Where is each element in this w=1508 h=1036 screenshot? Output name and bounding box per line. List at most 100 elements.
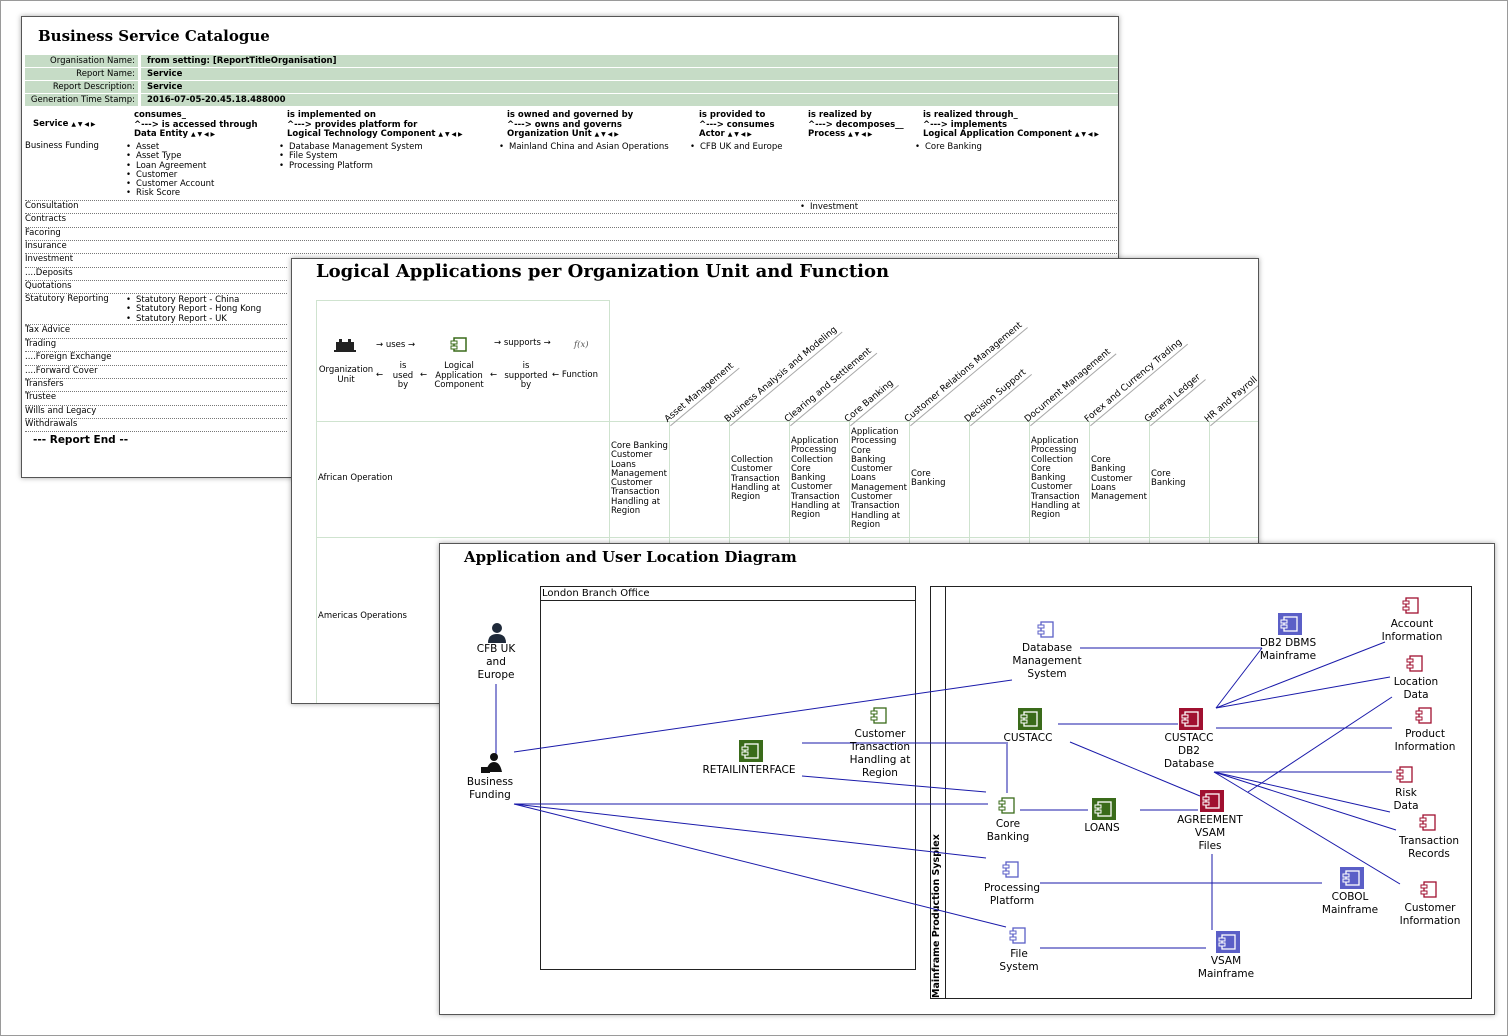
data-entity-icon — [1402, 597, 1419, 614]
col-crm[interactable]: Customer Relations Management — [903, 318, 1028, 427]
london-branch-office-box — [540, 586, 916, 970]
row-investment: Investment — [25, 254, 74, 264]
row-withdrawals: Withdrawals — [25, 419, 78, 429]
row-statutory-reporting: Statutory Reporting — [25, 294, 109, 304]
row-wills-and-legacy: Wills and Legacy — [25, 406, 97, 416]
report-end: --- Report End -- — [33, 434, 129, 446]
col-header-service[interactable]: Service ▲ ▼ ◀ ▶ — [33, 119, 96, 129]
info-row-organisation: Organisation Name: from setting: [Report… — [25, 55, 1118, 67]
business-funding-app-components: Core Banking — [915, 142, 982, 152]
legend-logical-app: Logical Application Component — [434, 361, 484, 390]
mainframe-sysplex-box — [930, 586, 1472, 999]
sort-arrows-icon[interactable]: ▲ ▼ ◀ ▶ — [848, 131, 873, 138]
consultation-processes: Investment — [800, 202, 858, 212]
row-quotations: Quotations — [25, 281, 72, 291]
info-row-report-description: Report Description: Service — [25, 81, 1118, 93]
business-funding-tech-components: Database Management System File System P… — [279, 142, 423, 171]
sort-arrows-icon[interactable]: ▲ ▼ ◀ ▶ — [190, 131, 216, 138]
legend-arrow-left-1: ← — [376, 370, 384, 380]
data-store-icon — [1179, 708, 1203, 730]
actor-icon — [488, 623, 506, 643]
legend-organization-unit: Organization Unit — [318, 365, 374, 385]
col-header-actor[interactable]: is provided to^---> consumes Actor ▲ ▼ ◀… — [699, 110, 775, 139]
col-decision-support[interactable]: Decision Support — [963, 365, 1032, 427]
col-core-banking[interactable]: Core Banking — [843, 376, 900, 427]
row-transfers: Transfers — [25, 379, 64, 389]
legend-function: ← Function — [552, 370, 598, 380]
col-header-process[interactable]: is realized by^---> decomposes__ Process… — [808, 110, 904, 139]
legend-uses: → uses → — [376, 340, 416, 350]
row-consultation: Consultation — [25, 201, 79, 211]
sort-arrows-icon[interactable]: ▲ ▼ ◀ ▶ — [727, 131, 752, 138]
application-component-icon — [739, 740, 763, 762]
mainframe-icon — [1216, 931, 1240, 953]
connector-lines — [495, 641, 1401, 949]
application-component-icon — [870, 707, 887, 724]
info-row-timestamp: Generation Time Stamp: 2016-07-05-20.45.… — [25, 94, 1118, 106]
legend-arrow-left-2: ← — [420, 370, 428, 380]
row-facoring: Facoring — [25, 228, 61, 238]
logical-application-icon — [450, 337, 467, 352]
col-general-ledger[interactable]: General Ledger — [1143, 370, 1207, 427]
legend-is-used-by: is used by — [392, 361, 414, 390]
london-branch-office-label: London Branch Office — [542, 588, 650, 599]
col-header-org-unit[interactable]: is owned and governed by^---> owns and g… — [507, 110, 634, 139]
legend-is-supported-by: is supported by — [504, 361, 548, 390]
legend-arrow-left-3: ← — [490, 370, 498, 380]
data-entity-icon — [1406, 655, 1423, 672]
data-entity-icon — [1415, 707, 1432, 724]
matrix-title: Logical Applications per Organization Un… — [316, 261, 890, 282]
row-deposits: ....Deposits — [25, 268, 73, 278]
col-header-tech-component[interactable]: is implemented on^---> provides platform… — [287, 110, 463, 139]
data-store-icon — [1200, 790, 1224, 812]
col-hr-payroll[interactable]: HR and Payroll — [1203, 372, 1258, 427]
info-row-report-name: Report Name: Service — [25, 68, 1118, 80]
legend-supports: → supports → — [494, 338, 551, 348]
col-business-analysis[interactable]: Business Analysis and Modeling — [723, 323, 843, 427]
data-entity-icon — [1419, 814, 1436, 831]
sort-arrows-icon[interactable]: ▲ ▼ ◀ ▶ — [594, 131, 619, 138]
row-contracts: Contracts — [25, 214, 66, 224]
application-component-icon — [998, 797, 1015, 814]
row-african-operation: African Operation — [318, 473, 393, 483]
row-trustee: Trustee — [25, 392, 57, 402]
data-entity-icon — [1396, 766, 1413, 783]
row-business-funding: Business Funding — [25, 141, 99, 151]
row-tax-advice: Tax Advice — [25, 325, 71, 335]
technology-component-icon — [1002, 861, 1019, 878]
col-forex[interactable]: Forex and Currency Trading — [1083, 335, 1188, 427]
business-funding-org-units: Mainland China and Asian Operations — [499, 142, 669, 152]
col-header-data-entity[interactable]: consumes_^---> is accessed through Data … — [134, 110, 258, 139]
business-funding-actors: CFB UK and Europe — [690, 142, 782, 152]
sort-arrows-icon[interactable]: ▲ ▼ ◀ ▶ — [438, 131, 463, 138]
row-americas-operations: Americas Operations — [318, 611, 407, 621]
location-diagram-title: Application and User Location Diagram — [464, 548, 797, 566]
col-header-app-component[interactable]: is realized through_^---> implements Log… — [923, 110, 1100, 139]
row-insurance: Insurance — [25, 241, 67, 251]
sort-arrows-icon[interactable]: ▲ ▼ ◀ ▶ — [71, 121, 96, 128]
function-icon: f(x) — [574, 340, 589, 350]
application-component-icon — [1092, 798, 1116, 820]
row-trading: Trading — [25, 339, 57, 349]
organization-unit-icon — [334, 339, 356, 352]
statutory-data-entities: Statutory Report - China Statutory Repor… — [126, 295, 261, 324]
technology-component-icon — [1009, 927, 1026, 944]
sort-arrows-icon[interactable]: ▲ ▼ ◀ ▶ — [1074, 131, 1100, 138]
mainframe-icon — [1278, 613, 1302, 635]
business-service-icon — [481, 753, 502, 773]
mainframe-icon — [1340, 867, 1364, 889]
technology-component-icon — [1037, 621, 1054, 638]
business-funding-data-entities: Asset Asset Type Loan Agreement Customer… — [126, 142, 214, 199]
data-entity-icon — [1420, 881, 1437, 898]
row-forward-cover: ....Forward Cover — [25, 366, 98, 376]
row-foreign-exchange: ....Foreign Exchange — [25, 352, 112, 362]
location-diagram-panel: Application and User Location Diagram Lo… — [439, 543, 1495, 1015]
